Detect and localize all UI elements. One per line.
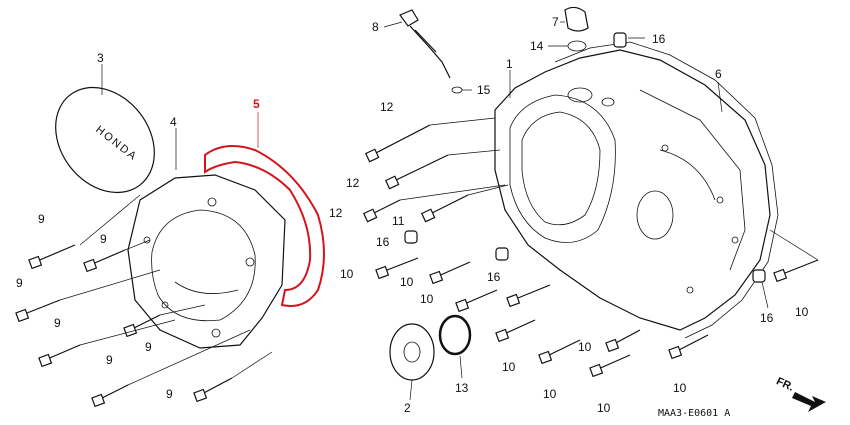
label-part-3: 3 (97, 51, 104, 65)
label-part-12b: 12 (346, 176, 360, 190)
part-dipstick (399, 9, 451, 79)
part-dowel-d (752, 269, 766, 283)
label-part-9b: 9 (100, 232, 107, 246)
label-part-10d: 10 (502, 360, 516, 374)
label-part-9a: 9 (38, 212, 45, 226)
label-part-10h: 10 (673, 381, 687, 395)
label-part-8: 8 (372, 20, 379, 34)
part-gasket-highlight (204, 145, 325, 307)
label-part-12c: 12 (329, 206, 343, 220)
label-part-16a: 16 (652, 32, 666, 46)
label-part-13: 13 (455, 381, 469, 395)
label-part-14: 14 (530, 39, 544, 53)
label-part-9g: 9 (166, 387, 173, 401)
diagram-code: MAA3-E0601 A (658, 408, 730, 419)
label-part-1: 1 (506, 57, 513, 71)
label-part-5: 5 (253, 97, 260, 111)
label-part-6: 6 (715, 67, 722, 81)
part-dowel-a (613, 32, 627, 48)
label-part-9f: 9 (106, 353, 113, 367)
part-seal (389, 323, 435, 381)
label-part-9d: 9 (54, 316, 61, 330)
part-clutch-cover-ring (127, 174, 286, 349)
label-part-4: 4 (170, 115, 177, 129)
label-part-15: 15 (477, 83, 491, 97)
label-part-11: 11 (392, 214, 405, 228)
part-crankcase-cover (494, 49, 771, 331)
direction-label: FR. (774, 375, 795, 393)
part-filler-cap (564, 6, 589, 52)
part-dowel-c (495, 247, 509, 261)
label-part-10g: 10 (597, 401, 611, 415)
label-part-9e: 9 (145, 340, 152, 354)
arrow-right-icon (792, 392, 826, 412)
label-part-10f: 10 (578, 340, 592, 354)
label-part-10e: 10 (543, 387, 557, 401)
bolt-heads (15, 148, 788, 408)
part-cap: HONDA (55, 86, 155, 194)
label-part-16c: 16 (487, 270, 501, 284)
part-dowel-b (404, 230, 418, 244)
label-part-16b: 16 (376, 235, 390, 249)
label-part-16d: 16 (760, 311, 774, 325)
part-o-ring-small (451, 86, 463, 94)
label-part-7: 7 (552, 15, 559, 29)
label-part-12a: 12 (380, 100, 394, 114)
label-part-2: 2 (404, 401, 411, 415)
front-direction-indicator: FR. (774, 375, 826, 412)
label-part-10c: 10 (420, 292, 434, 306)
label-part-10i: 10 (795, 305, 809, 319)
label-part-10a: 10 (340, 267, 354, 281)
part-o-ring-large (438, 314, 472, 356)
label-part-9c: 9 (16, 276, 23, 290)
label-part-10b: 10 (400, 275, 414, 289)
leader-lines (59, 21, 819, 401)
